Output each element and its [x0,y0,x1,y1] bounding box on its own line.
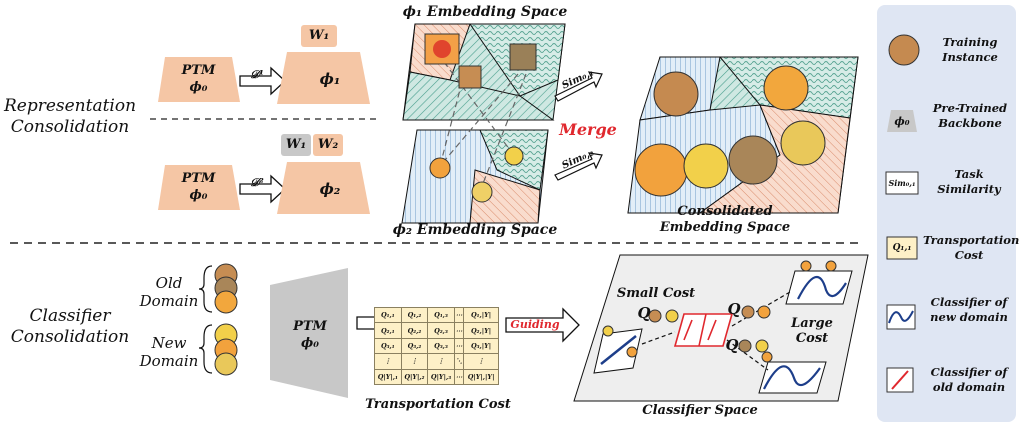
d2-label: 𝒟² [250,176,264,189]
w2-label: W₂ [317,137,339,152]
w1-gray-box [281,134,311,156]
ptm-top-trapezoid [158,57,240,102]
sim01-arrow [554,71,603,102]
legend-transport: Transportation Cost [923,233,1020,262]
guiding-arrow [505,307,580,343]
classifier-instances [602,260,837,363]
legend-panel: ϕ₀ Sim₀,₁ Q₁,₁ Training Instance Pre-Tra… [877,5,1020,422]
matrix-cell: ⋮ [400,353,429,370]
matrix-cell: Q₃,|Y| [463,337,499,355]
matrix-cell: Q|Y|,₃ [427,368,455,386]
new-domain-label: New Domain [139,334,199,370]
legend-cls-new: Classifier of new domain [930,295,1008,324]
backbone-icon [887,110,917,132]
legend-backbone: Pre-Trained Backbone [932,101,1008,130]
q-large-bottom: Q [725,336,739,354]
classifier-space-title: Classifier Space [642,403,758,418]
old-domain-brace [198,265,213,313]
phi1-space-title: ϕ₁ Embedding Space [402,4,568,20]
phi2-images [429,146,524,203]
ptm-bottom-trapezoid [158,165,240,210]
matrix-cell: ⋯ [453,322,465,339]
matrix-cell: Q₁,₂ [400,306,429,324]
phi2-label: ϕ₂ [319,180,341,198]
matrix-cell: ⋮ [463,353,499,370]
matrix-row: ⋮⋮⋮⋱⋮ [374,353,499,370]
correspondence-lines [439,61,527,187]
phi1-trapezoid [277,52,370,104]
phi2-embedding-space [401,129,549,224]
matrix-cell: ⋯ [453,306,465,324]
w1-gray-label: W₁ [285,137,307,152]
w2-box [313,134,343,156]
matrix-cell: ⋯ [453,368,465,386]
transport-cost-title: Transportation Cost [365,397,511,412]
d1-arrow [239,66,286,96]
classifier-label: Classifier Consolidation [10,306,130,347]
legend-cls-old: Classifier of old domain [930,365,1008,394]
phi1-images [424,33,537,89]
matrix-cell: Q₃,₂ [400,337,429,355]
phi2-trapezoid [277,162,370,214]
matrix-cell: ⋱ [453,353,465,370]
consolidated-title: Consolidated Embedding Space [659,204,791,235]
matrix-cell: Q₂,|Y| [463,322,499,339]
transport-sym: Q₁,₁ [892,243,912,253]
matrix-cell: ⋮ [374,353,402,370]
task-similarity-icon [885,171,919,195]
new-domain-instances [214,323,238,376]
matrix-cell: Q₁,|Y| [463,306,499,324]
matrix-cell: ⋯ [453,337,465,355]
transport-cost-icon [886,236,918,260]
sim02-arrow [554,152,603,181]
old-domain-instances [214,263,238,314]
q-large-top: Q [727,300,741,318]
training-instance-icon [888,34,920,66]
phi1-label: ϕ₁ [319,70,341,88]
consolidated-images [634,65,826,197]
matrix-cell: ⋮ [427,353,455,370]
legend-task-sim: Task Similarity [937,167,1001,196]
matrix-cell: Q₃,₃ [427,337,455,355]
small-cost-label: Small Cost [616,286,696,301]
phi2-space-title: ϕ₂ Embedding Space [392,222,558,238]
w1-label: W₁ [308,28,330,43]
d1-label: 𝒟¹ [250,68,264,81]
representation-label: Representation Consolidation [3,96,137,137]
matrix-cell: Q|Y|,|Y| [463,368,499,386]
w1-box [301,25,337,47]
classifier-space [573,254,869,402]
matrix-cell: Q₁,₃ [427,306,455,324]
matrix-cell: Q₂,₃ [427,322,455,339]
merge-label: Merge [559,120,617,139]
guiding-label: Guiding [510,318,560,331]
legend-training: Training Instance [942,35,998,64]
d2-arrow [239,174,286,204]
matrix-cell: Q|Y|,₁ [374,368,402,386]
matrix-cell: Q₂,₂ [400,322,429,339]
old-domain-label: Old Domain [139,274,199,310]
new-domain-brace [198,324,213,374]
matrix-cell: Q₃,₁ [374,337,402,355]
task-sim-sym: Sim₀,₁ [888,178,916,188]
matrix-cell: Q₂,₁ [374,322,402,339]
matrix-cell: Q₁,₁ [374,306,402,324]
backbone-sym: ϕ₀ [894,115,910,128]
q-small: Q [637,304,651,322]
matrix-cell: Q|Y|,₂ [400,368,429,386]
large-cost-label: Large Cost [791,316,833,346]
ptm-gray-trapezoid [270,268,348,398]
